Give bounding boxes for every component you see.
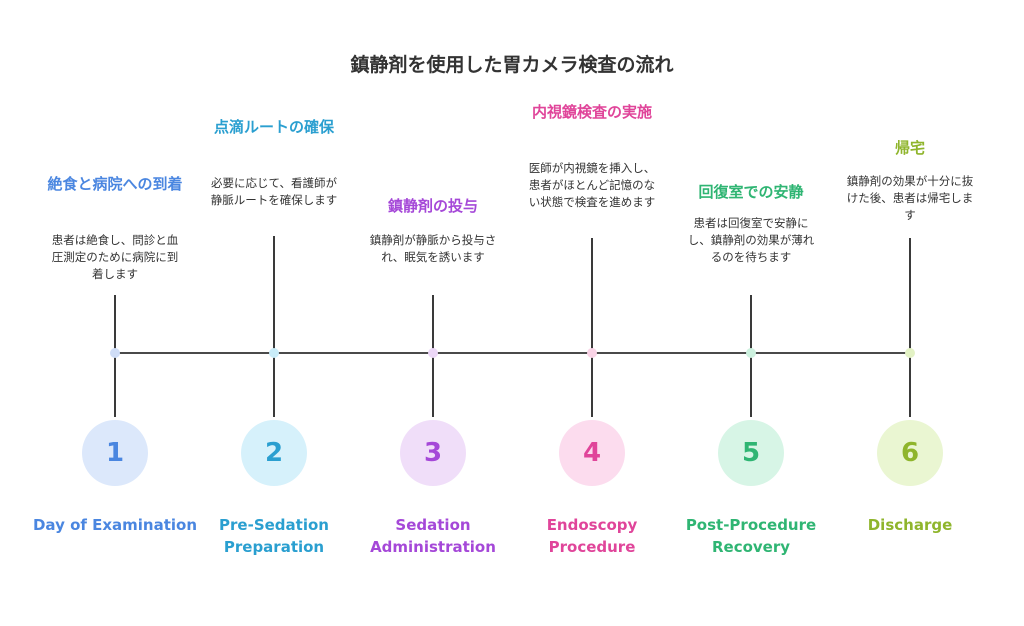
stage-2: 点滴ルートの確保 必要に応じて、看護師が静脈ルートを確保します 2 Pre-Se… [189,0,359,626]
stage-heading: 帰宅 [894,139,925,157]
stage-description: 患者は絶食し、問診と血圧測定のために病院に到着します [51,233,179,281]
stage-description: 鎮静剤が静脈から投与され、眠気を誘います [369,233,497,264]
stage-description: 必要に応じて、看護師が静脈ルートを確保します [210,176,338,207]
stage-connector [909,238,911,417]
stage-description: 医師が内視鏡を挿入し、患者がほとんど記憶のない状態で検査を進めます [528,161,656,209]
stage-connector [591,238,593,417]
step-number-circle: 5 [718,420,784,486]
stage-label: Pre-Sedation Preparation [219,516,329,556]
timeline-dot [428,348,438,358]
stage-6: 帰宅 鎮静剤の効果が十分に抜けた後、患者は帰宅します 6 Discharge [825,0,995,626]
step-number-circle: 2 [241,420,307,486]
stage-5: 回復室での安静 患者は回復室で安静にし、鎮静剤の効果が薄れるのを待ちます 5 P… [666,0,836,626]
stage-heading: 内視鏡検査の実施 [531,103,652,121]
stage-label: Sedation Administration [370,516,496,556]
stage-label: Day of Examination [32,516,198,534]
stage-label: Endoscopy Procedure [546,516,638,556]
stage-label: Post-Procedure Recovery [685,516,817,556]
step-number-circle: 3 [400,420,466,486]
stage-description: 鎮静剤の効果が十分に抜けた後、患者は帰宅します [846,174,974,222]
stage-4: 内視鏡検査の実施 医師が内視鏡を挿入し、患者がほとんど記憶のない状態で検査を進め… [507,0,677,626]
stage-heading: 回復室での安静 [698,183,804,201]
stage-description: 患者は回復室で安静にし、鎮静剤の効果が薄れるのを待ちます [687,216,815,264]
timeline-dot [110,348,120,358]
stage-connector [273,236,275,417]
stage-label: Discharge [867,516,953,534]
stage-3: 鎮静剤の投与 鎮静剤が静脈から投与され、眠気を誘います 3 Sedation A… [348,0,518,626]
step-number-circle: 6 [877,420,943,486]
diagram-title: 鎮静剤を使用した胃カメラ検査の流れ [350,54,674,76]
stage-heading: 点滴ルートの確保 [213,118,334,136]
step-number-circle: 4 [559,420,625,486]
timeline-line [113,352,911,354]
stage-heading: 絶食と病院への到着 [47,175,183,193]
timeline-dot [905,348,915,358]
timeline-dot [269,348,279,358]
step-number-circle: 1 [82,420,148,486]
timeline-dot [746,348,756,358]
timeline-dot [587,348,597,358]
stage-heading: 鎮静剤の投与 [387,197,478,215]
stage-1: 絶食と病院への到着 患者は絶食し、問診と血圧測定のために病院に到着します 1 D… [30,0,200,626]
